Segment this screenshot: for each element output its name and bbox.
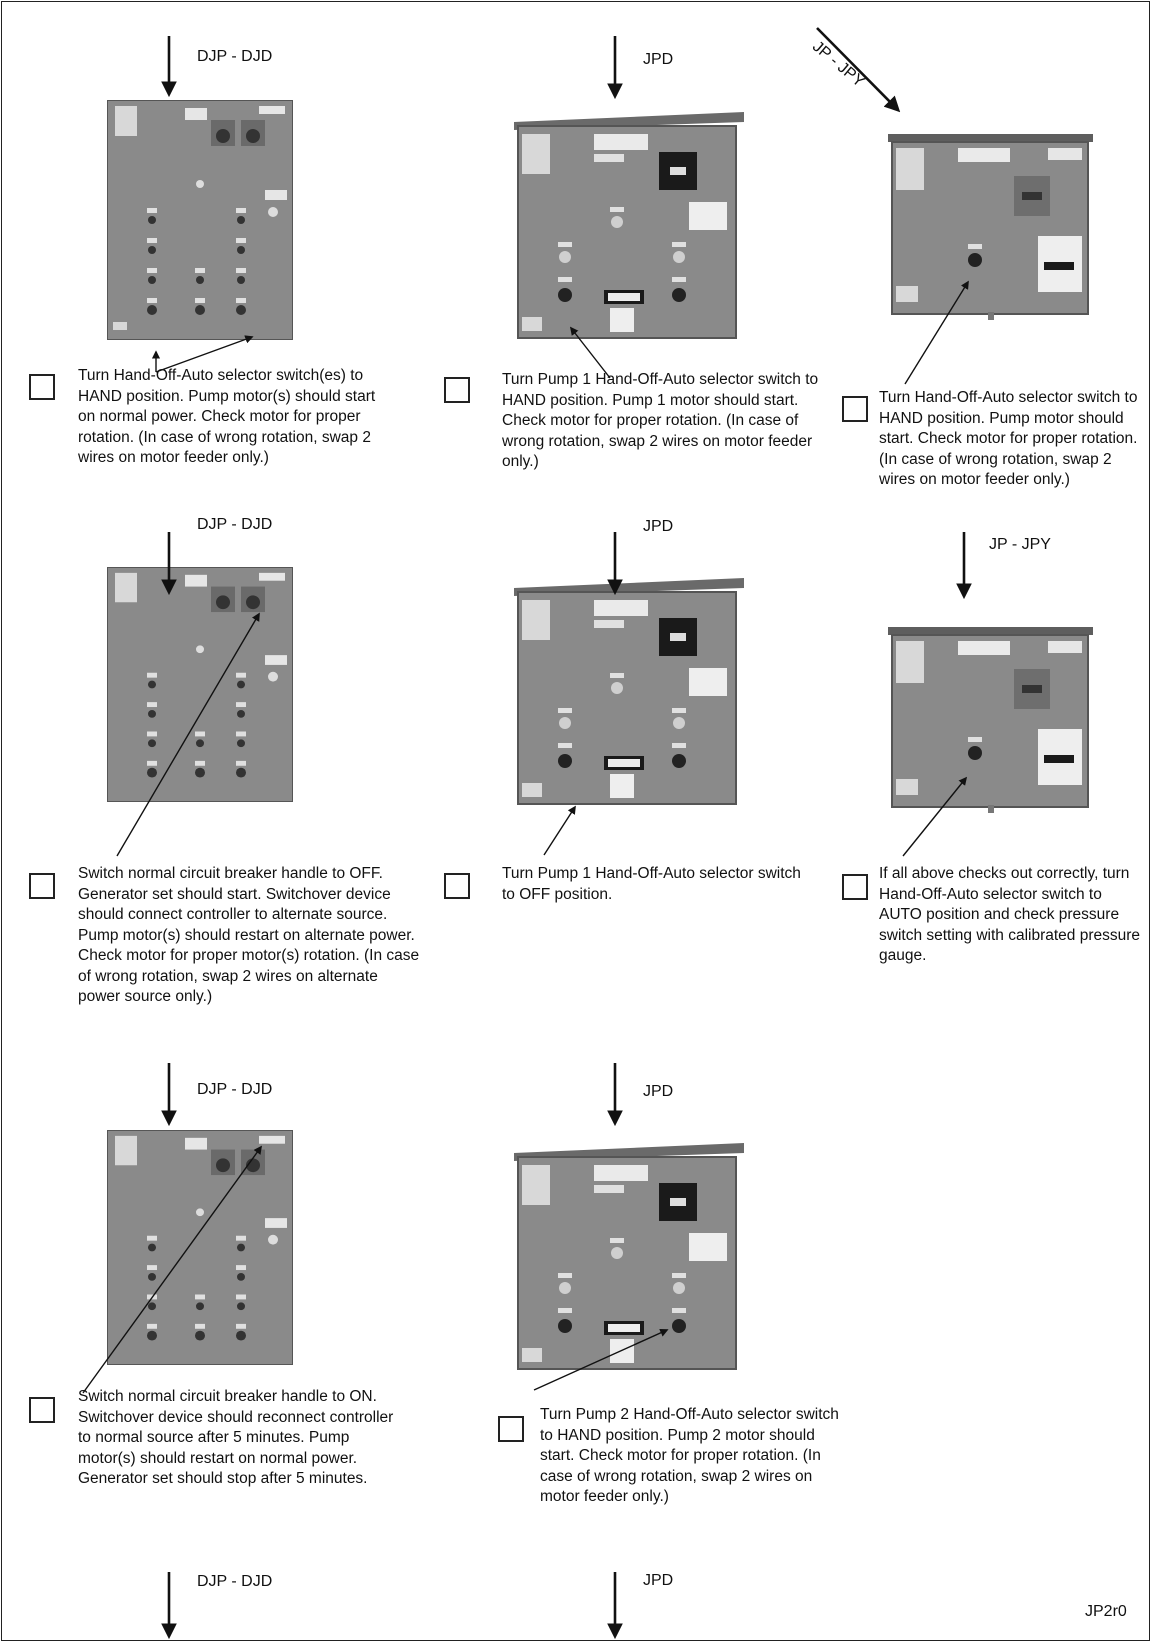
- controller-photo-djp-3: [107, 1130, 293, 1365]
- simplex-duo-panel-svg: [514, 112, 744, 344]
- duplex-panel-svg: [107, 100, 293, 340]
- duplex-panel-svg: [107, 567, 293, 802]
- checkbox-jpd-step-1[interactable]: [444, 377, 470, 403]
- flow-label-djp-2: DJP - DJD: [197, 516, 272, 534]
- simplex-duo-panel-svg: [514, 578, 744, 810]
- step-text-jpd-2: Turn Pump 1 Hand-Off-Auto selector switc…: [502, 864, 802, 905]
- controller-photo-jpd-1: [514, 112, 744, 344]
- flow-label-jp-2: JP - JPY: [989, 536, 1051, 554]
- step-text-jpd-1: Turn Pump 1 Hand-Off-Auto selector switc…: [502, 370, 832, 473]
- controller-photo-jp-1: [888, 134, 1093, 320]
- step-text-jp-1: Turn Hand-Off-Auto selector switch to HA…: [879, 388, 1144, 491]
- flow-label-jpd-4: JPD: [643, 1572, 673, 1590]
- step-text-djp-2: Switch normal circuit breaker handle to …: [78, 864, 423, 1008]
- duplex-panel-svg: [107, 1130, 293, 1365]
- step-text-jpd-3: Turn Pump 2 Hand-Off-Auto selector switc…: [540, 1405, 840, 1508]
- flow-label-djp-4: DJP - DJD: [197, 1573, 272, 1591]
- step-text-djp-3: Switch normal circuit breaker handle to …: [78, 1387, 398, 1490]
- checkbox-djp-step-2[interactable]: [29, 873, 55, 899]
- checkbox-jp-step-1[interactable]: [842, 396, 868, 422]
- checkbox-jpd-step-3[interactable]: [498, 1416, 524, 1442]
- controller-photo-jpd-3: [514, 1143, 744, 1375]
- checkbox-jpd-step-2[interactable]: [444, 873, 470, 899]
- step-text-jp-2: If all above checks out correctly, turn …: [879, 864, 1144, 967]
- step-text-djp-1: Turn Hand-Off-Auto selector switch(es) t…: [78, 366, 378, 469]
- controller-photo-djp-2: [107, 567, 293, 802]
- flow-label-jpd-2: JPD: [643, 518, 673, 536]
- simplex-panel-svg: [888, 627, 1093, 813]
- simplex-duo-panel-svg: [514, 1143, 744, 1375]
- simplex-panel-svg: [888, 134, 1093, 320]
- checkbox-djp-step-1[interactable]: [29, 374, 55, 400]
- controller-photo-jpd-2: [514, 578, 744, 810]
- flow-label-djp-1: DJP - DJD: [197, 48, 272, 66]
- checkbox-jp-step-2[interactable]: [842, 874, 868, 900]
- controller-photo-djp-1: [107, 100, 293, 340]
- flow-label-djp-3: DJP - DJD: [197, 1081, 272, 1099]
- document-id: JP2r0: [1085, 1603, 1127, 1621]
- controller-photo-jp-2: [888, 627, 1093, 813]
- flow-label-jpd-1: JPD: [643, 51, 673, 69]
- checkbox-djp-step-3[interactable]: [29, 1397, 55, 1423]
- flow-label-jpd-3: JPD: [643, 1083, 673, 1101]
